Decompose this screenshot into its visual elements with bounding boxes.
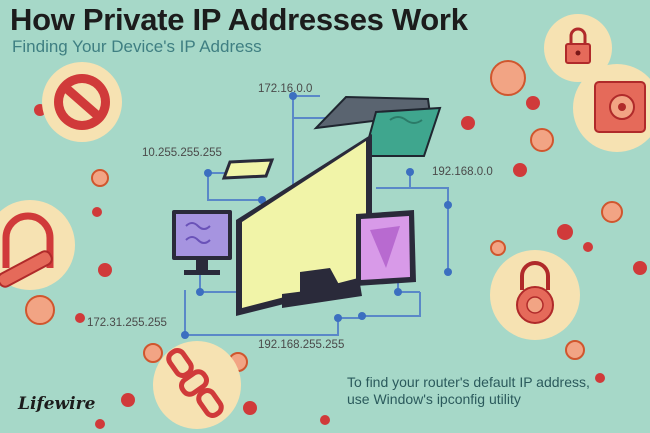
chain-icon [153,341,241,429]
ip-label-10-255: 10.255.255.255 [142,147,222,159]
tv-device [236,134,372,316]
page-subtitle: Finding Your Device's IP Address [12,37,262,56]
bike-lock-icon [0,200,75,290]
ip-label-192-168-0: 192.168.0.0 [432,166,493,178]
ip-label-172-31: 172.31.255.255 [87,317,167,329]
monitor-device [172,210,232,275]
laptop-device [313,95,442,157]
caption-line-2: use Window's ipconfig utility [347,391,521,407]
phone-device [221,158,275,180]
no-entry-icon [42,62,122,142]
page-title: How Private IP Addresses Work [10,2,468,37]
lifewire-logo: Lifewire [18,394,96,414]
caption: To find your router's default IP address… [347,374,647,408]
safe-icon [573,64,650,152]
padlock-icon [544,14,612,82]
caption-line-1: To find your router's default IP address… [347,374,590,390]
combination-lock-icon [490,250,580,340]
tablet-device [356,210,416,286]
ip-label-192-168-255: 192.168.255.255 [258,339,345,351]
ip-label-172-16: 172.16.0.0 [258,83,313,95]
